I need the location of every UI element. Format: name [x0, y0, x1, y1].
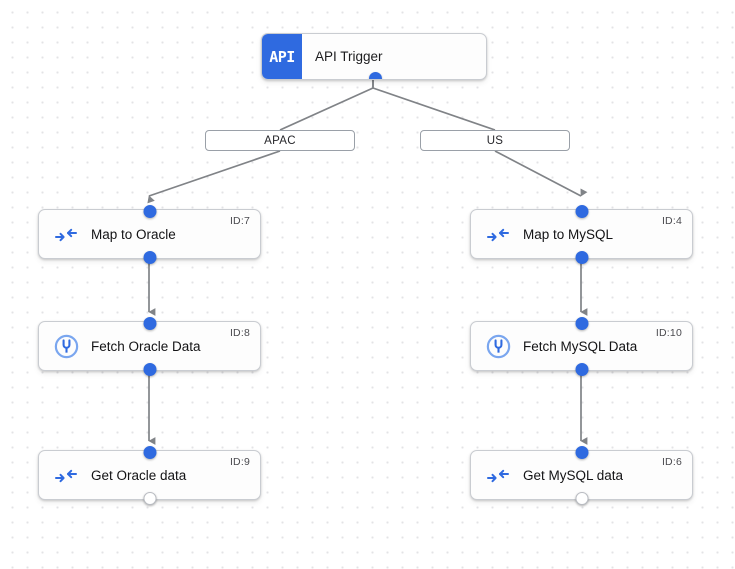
node-label: Get Oracle data: [91, 467, 187, 483]
database-plug-icon: [485, 333, 511, 359]
branch-label-us[interactable]: US: [420, 130, 570, 151]
input-port[interactable]: [143, 445, 156, 459]
map-transform-icon: [53, 221, 79, 247]
node-id-badge: ID:8: [229, 327, 250, 339]
output-port[interactable]: [575, 250, 588, 264]
edge-trigger-to-us: [372, 80, 496, 131]
edge-trigger-to-apac: [279, 80, 374, 131]
input-port[interactable]: [575, 316, 588, 330]
map-transform-icon: [53, 462, 79, 488]
node-get-oracle-data[interactable]: Get Oracle data ID:9: [38, 445, 261, 505]
node-id-badge: ID:7: [229, 215, 250, 227]
edge-us-to-map-mysql: [494, 150, 588, 197]
output-port[interactable]: [368, 71, 382, 79]
node-id-badge: ID:10: [655, 327, 682, 339]
node-id-badge: ID:9: [229, 456, 250, 468]
output-port[interactable]: [143, 362, 156, 376]
input-port[interactable]: [575, 445, 588, 459]
node-id-badge: ID:4: [661, 215, 682, 227]
node-label: Map to MySQL: [523, 226, 614, 242]
branch-label-apac[interactable]: APAC: [205, 130, 355, 151]
node-label: Fetch MySQL Data: [523, 338, 638, 354]
map-transform-icon: [485, 221, 511, 247]
api-badge-icon: API: [262, 34, 302, 79]
output-port[interactable]: [575, 362, 588, 376]
input-port[interactable]: [143, 316, 156, 330]
node-label: Get MySQL data: [523, 467, 624, 483]
node-fetch-mysql-data[interactable]: Fetch MySQL Data ID:10: [470, 316, 693, 376]
map-transform-icon: [485, 462, 511, 488]
node-label: Map to Oracle: [91, 226, 176, 242]
node-fetch-oracle-data[interactable]: Fetch Oracle Data ID:8: [38, 316, 261, 376]
output-port[interactable]: [143, 250, 156, 264]
branch-label-text: US: [486, 134, 504, 147]
output-port[interactable]: [575, 491, 588, 505]
edge-apac-to-map-oracle: [147, 150, 281, 204]
database-plug-icon: [53, 333, 79, 359]
branch-label-text: APAC: [264, 134, 296, 147]
node-label: Fetch Oracle Data: [91, 338, 201, 354]
output-port[interactable]: [143, 491, 156, 505]
node-api-trigger[interactable]: API API Trigger: [261, 33, 487, 80]
input-port[interactable]: [143, 204, 156, 218]
node-map-to-oracle[interactable]: Map to Oracle ID:7: [38, 204, 261, 264]
node-id-badge: ID:6: [661, 456, 682, 468]
node-title: API Trigger: [315, 49, 383, 64]
input-port[interactable]: [575, 204, 588, 218]
node-map-to-mysql[interactable]: Map to MySQL ID:4: [470, 204, 693, 264]
node-get-mysql-data[interactable]: Get MySQL data ID:6: [470, 445, 693, 505]
